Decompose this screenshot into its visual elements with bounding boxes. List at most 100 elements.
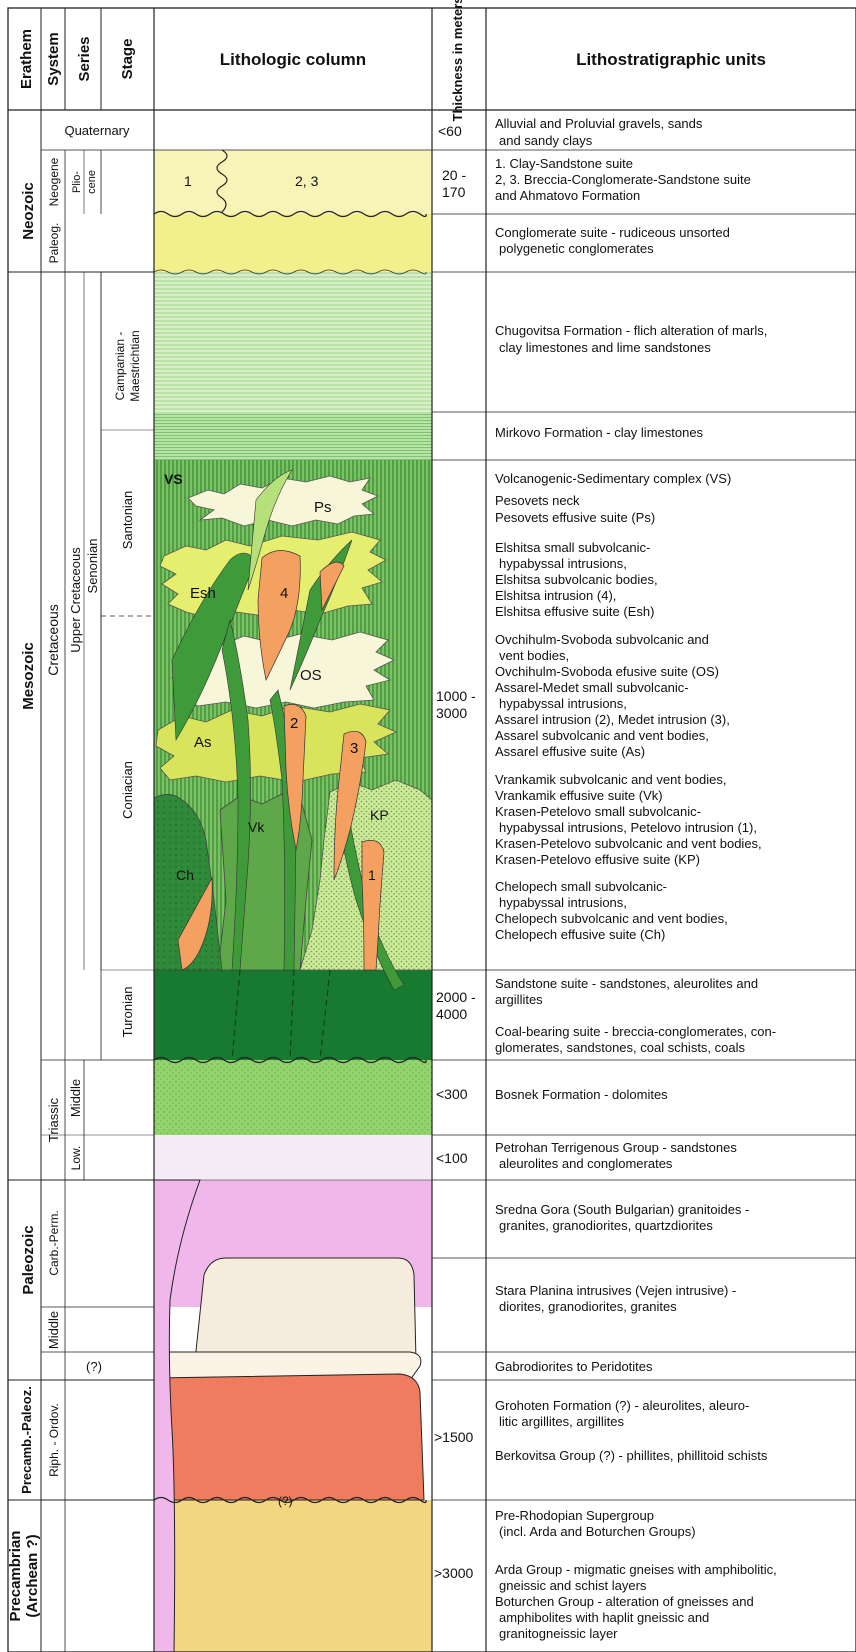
thickness-column: <60 20 - 170 1000 - 3000 2000 - 4000 <30… <box>434 123 476 1581</box>
unit-text: Pesovets neck <box>495 493 580 508</box>
unit-text: Chelopech effusive suite (Ch) <box>495 927 665 942</box>
unit-text: Assarel-Medet small subvolcanic- <box>495 680 689 695</box>
unit-text: Chugovitsa Formation - flich alteration … <box>495 323 767 338</box>
system-neogene: Neogene <box>47 157 61 206</box>
label-vs: VS <box>164 471 183 487</box>
erathem-precambrian: Precambrian <box>7 1531 24 1622</box>
label-neogene-1: 1 <box>184 173 192 189</box>
unit-text: gneissic and schist layers <box>499 1578 647 1593</box>
unit-text: hypabyssal intrusions, <box>499 556 627 571</box>
series-upper-cretaceous: Upper Cretaceous <box>68 547 83 653</box>
layer-neogene <box>154 150 432 214</box>
thickness-grohoten: >1500 <box>434 1429 474 1445</box>
layer-triassic-low <box>154 1135 432 1180</box>
unit-text: Elshitsa intrusion (4), <box>495 588 616 603</box>
unit-text: and Ahmatovo Formation <box>495 188 640 203</box>
erathem-mesozoic: Mesozoic <box>20 642 37 710</box>
unit-text: Chelopech small subvolcanic- <box>495 879 667 894</box>
label-intrusion-3: 3 <box>350 740 358 757</box>
layer-quaternary <box>154 110 432 150</box>
label-ch: Ch <box>176 867 194 883</box>
unit-text: granitogneissic layer <box>499 1626 618 1641</box>
unit-text: Ovchihulm-Svoboda efusive suite (OS) <box>495 664 719 679</box>
system-unknown: (?) <box>86 1359 102 1374</box>
label-as: As <box>194 734 212 751</box>
label-intrusion-2: 2 <box>290 715 298 732</box>
unit-text: litic argillites, argillites <box>499 1414 624 1429</box>
unit-text: granites, granodiorites, quartzdiorites <box>499 1218 713 1233</box>
unit-text: Volcanogenic-Sedimentary complex (VS) <box>495 471 731 486</box>
label-ps: Ps <box>314 499 332 516</box>
system-riph-ordov: Riph. - Ordov. <box>47 1403 61 1477</box>
unit-text: Elshitsa small subvolcanic- <box>495 540 650 555</box>
label-neogene-23: 2, 3 <box>295 173 319 189</box>
thickness-quaternary: <60 <box>438 123 462 139</box>
unit-text: and sandy clays <box>499 133 593 148</box>
unit-text: Conglomerate suite - rudiceous unsorted <box>495 225 730 240</box>
unit-text: hypabyssal intrusions, <box>499 895 627 910</box>
unit-text: Elshitsa effusive suite (Esh) <box>495 604 654 619</box>
thickness-archean: >3000 <box>434 1565 474 1581</box>
unit-text: clay limestones and lime sandstones <box>499 340 711 355</box>
unit-text: Krasen-Petelovo small subvolcanic- <box>495 804 701 819</box>
unit-text: Pre-Rhodopian Supergroup <box>495 1508 654 1523</box>
layer-campanian <box>154 272 432 412</box>
unit-text: 2, 3. Breccia-Conglomerate-Sandstone sui… <box>495 172 751 187</box>
label-intrusion-4: 4 <box>280 585 288 602</box>
erathem-column: Neozoic Mesozoic Paleozoic Precamb.-Pale… <box>7 182 41 1621</box>
header-erathem: Erathem <box>18 29 35 89</box>
unit-text: Berkovitsa Group (?) - phillites, philli… <box>495 1448 768 1463</box>
units-column: Alluvial and Proluvial gravels, sands an… <box>495 116 777 1641</box>
erathem-neozoic: Neozoic <box>20 182 37 240</box>
unit-text: Coal-bearing suite - breccia-conglomerat… <box>495 1024 776 1039</box>
thickness-turonian-1: 2000 - <box>436 989 476 1005</box>
header-thickness: Thickness in meters <box>450 0 465 122</box>
erathem-precamb-paleoz: Precamb.-Paleoz. <box>19 1386 34 1494</box>
erathem-archean: (Archean ?) <box>24 1534 41 1617</box>
stage-campanian-2: Maestrichtian <box>128 330 142 401</box>
unit-text: diorites, granodiorites, granites <box>499 1299 677 1314</box>
unit-text: Ovchihulm-Svoboda subvolcanic and <box>495 632 709 647</box>
header-system: System <box>45 32 62 85</box>
unit-text: Sredna Gora (South Bulgarian) granitoide… <box>495 1202 749 1217</box>
header-series: Series <box>76 36 93 81</box>
series-low-triassic: Low. <box>69 1146 83 1171</box>
erathem-paleozoic: Paleozoic <box>20 1225 37 1294</box>
thickness-petrohan: <100 <box>436 1150 468 1166</box>
series-plio-2: cene <box>86 170 98 194</box>
label-vk: Vk <box>248 819 265 835</box>
thickness-neogene-2: 170 <box>442 184 466 200</box>
unit-text: Alluvial and Proluvial gravels, sands <box>495 116 703 131</box>
layer-archean <box>154 1500 432 1652</box>
unit-text: Pesovets effusive suite (Ps) <box>495 510 655 525</box>
unit-text: argillites <box>495 992 543 1007</box>
unit-text: Vrankamik subvolcanic and vent bodies, <box>495 772 726 787</box>
unit-text: hypabyssal intrusions, Petelovo intrusio… <box>499 820 757 835</box>
unit-text: Assarel effusive suite (As) <box>495 744 645 759</box>
thickness-neogene-1: 20 - <box>442 167 466 183</box>
label-os: OS <box>300 667 322 684</box>
unit-text: Bosnek Formation - dolomites <box>495 1087 668 1102</box>
unit-text: Petrohan Terrigenous Group - sandstones <box>495 1140 737 1155</box>
stage-turonian: Turonian <box>120 987 135 1038</box>
system-paleog: Paleog. <box>47 223 61 264</box>
system-middle-pz: Middle <box>46 1311 61 1349</box>
unit-text: polygenetic conglomerates <box>499 241 654 256</box>
unit-text: Chelopech subvolcanic and vent bodies, <box>495 911 728 926</box>
stage-campanian-1: Campanian - <box>113 332 127 401</box>
unit-text: Gabrodiorites to Peridotites <box>495 1359 653 1374</box>
series-senonian: Senonian <box>85 539 100 594</box>
unit-text: amphibolites with haplit gneissic and <box>499 1610 709 1625</box>
unit-text: vent bodies, <box>499 648 569 663</box>
lithologic-column-fills <box>154 110 432 1652</box>
label-intrusion-1: 1 <box>368 867 376 883</box>
layer-mirkovo <box>154 412 432 460</box>
thickness-turonian-2: 4000 <box>436 1006 467 1022</box>
unit-text: glomerates, sandstones, coal schists, co… <box>495 1040 746 1055</box>
system-cretaceous: Cretaceous <box>45 604 61 676</box>
system-triassic: Triassic <box>46 1097 61 1142</box>
series-plio-1: Plio- <box>71 171 83 193</box>
layer-paleogene <box>154 214 432 272</box>
stage-coniacian: Coniacian <box>120 761 135 819</box>
